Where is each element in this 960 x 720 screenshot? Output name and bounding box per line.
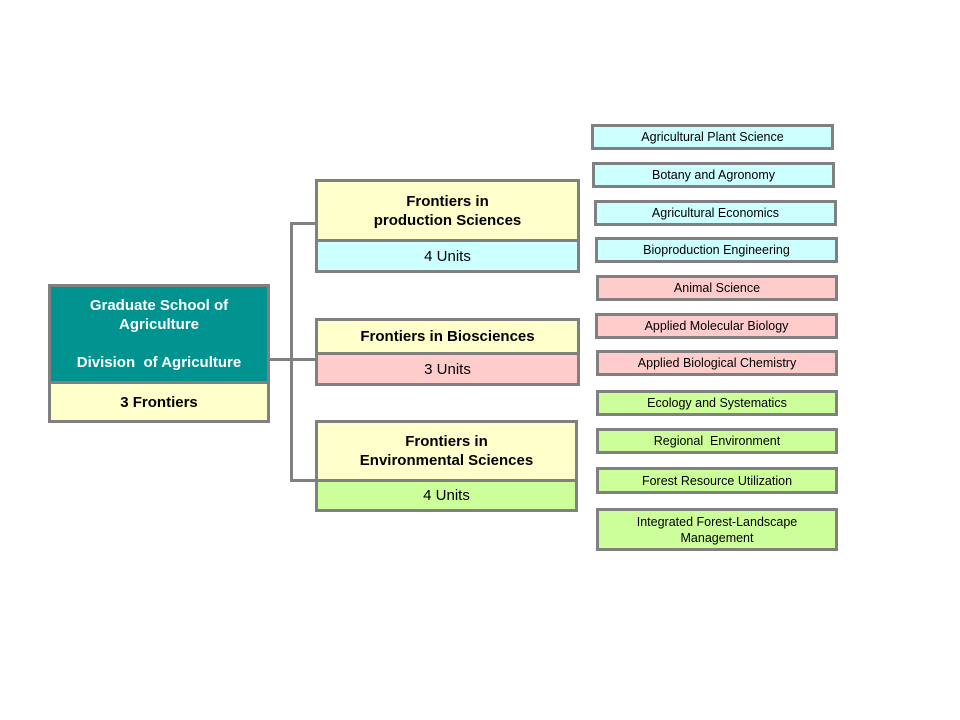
connector-branch-environmental [290, 479, 317, 482]
unit-label: Agricultural Economics [651, 206, 780, 220]
unit-ecology-and-systematics: Ecology and Systematics [596, 390, 838, 416]
unit-integrated-forest-landscape-management: Integrated Forest-Landscape Management [596, 508, 838, 551]
unit-animal-science: Animal Science [596, 275, 838, 301]
unit-label: Botany and Agronomy [652, 168, 775, 182]
unit-label: Applied Biological Chemistry [637, 356, 797, 370]
unit-regional-environment: Regional Environment [596, 428, 838, 454]
frontier-biosciences-node: Frontiers in Biosciences 3 Units [315, 318, 580, 386]
unit-label: Regional Environment [653, 434, 781, 448]
frontier-environmental-title-line2: Environmental Sciences [359, 452, 534, 469]
frontier-production-node: Frontiers in production Sciences 4 Units [315, 179, 580, 273]
unit-label-line2: Management [680, 530, 754, 545]
root-title-line3: Division of Agriculture [76, 354, 242, 371]
unit-applied-molecular-biology: Applied Molecular Biology [595, 313, 838, 339]
unit-agricultural-plant-science: Agricultural Plant Science [591, 124, 834, 150]
unit-applied-biological-chemistry: Applied Biological Chemistry [596, 350, 838, 376]
root-node: Graduate School of Agriculture Division … [48, 284, 270, 423]
frontier-biosciences-title-line1: Frontiers in Biosciences [360, 328, 535, 345]
unit-label: Applied Molecular Biology [644, 319, 789, 333]
frontier-production-title-line1: Frontiers in [406, 192, 489, 210]
connector-branch-biosciences [290, 358, 317, 361]
frontier-production-title-cell: Frontiers in production Sciences [318, 182, 577, 242]
frontier-environmental-title-cell: Frontiers in Environmental Sciences [318, 423, 575, 482]
frontier-environmental-units-cell: 4 Units [318, 482, 575, 509]
unit-label: Bioproduction Engineering [643, 243, 790, 257]
root-title-line2: Agriculture [118, 316, 199, 333]
unit-bioproduction-engineering: Bioproduction Engineering [595, 237, 838, 263]
root-title-cell: Graduate School of Agriculture Division … [51, 287, 267, 384]
frontier-production-units-cell: 4 Units [318, 242, 577, 270]
unit-label: Agricultural Plant Science [641, 130, 784, 144]
unit-forest-resource-utilization: Forest Resource Utilization [596, 467, 838, 494]
connector-branch-production [290, 222, 317, 225]
root-footer-label: 3 Frontiers [120, 393, 198, 411]
connector-root-horizontal [268, 358, 292, 361]
unit-label: Ecology and Systematics [647, 396, 787, 410]
frontier-biosciences-units-label: 3 Units [424, 360, 471, 378]
frontier-environmental-units-label: 4 Units [423, 487, 470, 504]
root-title-line1: Graduate School of [89, 297, 229, 314]
unit-label: Animal Science [673, 281, 761, 295]
unit-botany-and-agronomy: Botany and Agronomy [592, 162, 835, 188]
frontier-biosciences-title-cell: Frontiers in Biosciences [318, 321, 577, 355]
root-footer-cell: 3 Frontiers [51, 384, 267, 420]
connector-trunk-vertical [290, 222, 293, 482]
frontier-production-units-label: 4 Units [424, 247, 471, 265]
frontier-production-title-line2: production Sciences [373, 211, 522, 229]
unit-agricultural-economics: Agricultural Economics [594, 200, 837, 226]
frontier-environmental-node: Frontiers in Environmental Sciences 4 Un… [315, 420, 578, 512]
frontier-biosciences-units-cell: 3 Units [318, 355, 577, 383]
unit-label: Forest Resource Utilization [641, 473, 793, 488]
frontier-environmental-title-line1: Frontiers in [405, 433, 488, 450]
unit-label-line1: Integrated Forest-Landscape [636, 514, 798, 529]
